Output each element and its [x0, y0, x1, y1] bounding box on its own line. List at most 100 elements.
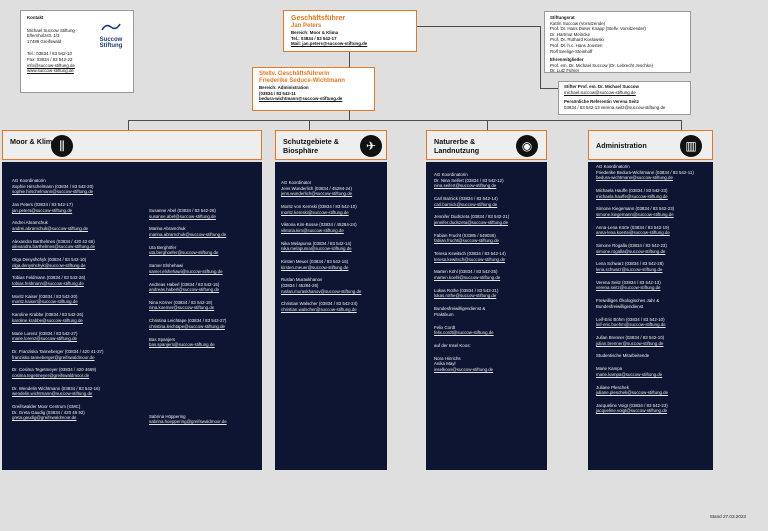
mail-link[interactable]: viktoria.kim@succow-stiftung.de [281, 227, 344, 233]
mail-link[interactable]: marten.koehl@succow-stiftung.de [434, 275, 501, 281]
ceo-area: Bereich: Moor & Klima [291, 30, 339, 35]
mail-link[interactable]: moritz.kemski@succow-stiftung.de [281, 209, 349, 215]
mail-link[interactable]: tobias.feldmann@succow-stiftung.de [12, 281, 84, 287]
mail-link[interactable]: simone.kiegemann@succow-stiftung.de [596, 211, 674, 217]
list-item: Dr. Franziska Tanneberger (03834 / 420 4… [12, 348, 104, 360]
mail-link[interactable]: susanne.abel@succow-stiftung.de [149, 213, 216, 219]
mail-link[interactable]: fabian.frucht@succow-stiftung.de [434, 238, 499, 244]
contact-email-link[interactable]: info@succow-stiftung.de [27, 62, 75, 68]
connector-dept-4 [681, 120, 682, 132]
mail-link[interactable]: felix.cordt@succow-stiftung.de [434, 330, 494, 336]
mail-link[interactable]: verena.seitz@succow-stiftung.de [596, 285, 661, 291]
mail-link[interactable]: jacqueline.voigt@succow-stiftung.de [596, 408, 668, 414]
mail-link[interactable]: sophie.hirschelmann@succow-stiftung.de [12, 189, 94, 195]
mail-link[interactable]: kirsten.meuer@succow-stiftung.de [281, 264, 349, 270]
mail-link[interactable]: bedura-wichtmann@succow-stiftung.de [596, 175, 673, 181]
mail-link[interactable]: teresa.kewitsch@succow-stiftung.de [434, 256, 506, 262]
connector-founder [540, 26, 541, 88]
list-item: Julian Brenner (03834 / 83 542-10)julian… [596, 335, 694, 346]
mail-link[interactable]: leif-eric.boehm@succow-stiftung.de [596, 322, 666, 328]
list-item: Tobias Feldmann (03834 / 83 542-26)tobia… [12, 275, 103, 286]
founder-box: Stifter Prof. em. Dr. Michael Succow mic… [558, 81, 691, 115]
mail-link[interactable]: alexandra.barthelmes@succow-stiftung.de [12, 244, 96, 250]
founder-mail-link[interactable]: michael.succow@succow-stiftung.de [564, 89, 636, 95]
mail-link[interactable]: samer.elshehawi@succow-stiftung.de [149, 268, 223, 274]
mail-link[interactable]: bas.spanjers@succow-stiftung.de [149, 342, 215, 348]
mail-link[interactable]: christina.leichtape@succow-stiftung.de [149, 323, 225, 329]
dept-title: Moor & Klima [10, 137, 57, 146]
mail-link[interactable]: nina.seifert@succow-stiftung.de [434, 183, 497, 189]
ceo-mail-link[interactable]: Mail: jan.peters@succow-stiftung.de [291, 41, 368, 47]
mail-link[interactable]: jens.wunderlich@succow-stiftung.de [281, 191, 353, 197]
mail-link[interactable]: anna-lena.koerte@succow-stiftung.de [596, 230, 670, 236]
list-item: Greifswalder Moor Centrum (GMC)Dr. Greta… [12, 404, 103, 421]
ceo-title: Geschäftsführer [291, 15, 346, 22]
list-item: Alexandra Barthelmes (03834 / 420 42 66)… [12, 239, 103, 250]
mail-link[interactable]: franziska.tanneberger@greifswaldmoor.de [12, 354, 95, 360]
mail-link[interactable]: uta.berghoefer@succow-stiftung.de [149, 250, 219, 256]
mail-link[interactable]: moritz.kaiser@succow-stiftung.de [12, 299, 78, 305]
list-item: Olga Denyshchyk (03834 / 83 542-10)olga.… [12, 257, 103, 268]
list-item: Dr. Wendelin Wichtmann (03834 / 83 542-1… [12, 386, 103, 397]
deputy-phone: (03834 / 83 542-11 [259, 90, 296, 96]
list-item: Freiwilliges Ökologisches Jahr &Bundesfr… [596, 298, 660, 309]
list-item: Marie Lorenz (03834 / 83 542-27)marie.lo… [12, 331, 103, 342]
owl-icon: ◉ [516, 135, 538, 157]
mail-link[interactable]: simone.rogalla@succow-stiftung.de [596, 248, 666, 254]
list-item: Christina Leichtape (03834 / 83 542-27)c… [149, 318, 227, 329]
mail-link[interactable]: marie.kampa@succow-stiftung.de [596, 371, 663, 377]
deputy-mail-link[interactable]: bedura-wichtmann@succow-stiftung.de [259, 96, 343, 102]
referent-line: Persönliche Referentin Verena Seitz [564, 99, 639, 105]
deputy-name: Friederike Seduce-Wichtmann [259, 78, 345, 84]
mail-link[interactable]: lukas.rothe@succow-stiftung.de [434, 293, 497, 299]
mail-link[interactable]: olga.denyshchyk@succow-stiftung.de [12, 262, 86, 268]
mail-link[interactable]: andreas.haberl@succow-stiftung.de [149, 287, 220, 293]
contact-title: Kontakt [27, 15, 44, 20]
mail-link[interactable]: jennifer.dudszeta@succow-stiftung.de [434, 219, 509, 225]
list-item: Simone Kiegemann (03834 / 83 542-23)simo… [596, 206, 694, 217]
mail-link[interactable]: karoline.krabbe@succow-stiftung.de [12, 317, 83, 323]
mail-link[interactable]: cosima.tegetmeyer@greifswaldmoor.de [12, 372, 90, 378]
mail-link[interactable]: nika.melapuma@succow-stiftung.de [281, 246, 352, 252]
contact-line: Ellernholzstr. 1/3 [27, 33, 60, 39]
list-item: auf der Insel Koos: [434, 342, 471, 348]
referent-mail-link[interactable]: 03834 / 83 542-13 verena.seitz@succow-st… [564, 104, 666, 110]
list-item: Nina Körner (03834 / 83 542-18)nina.koer… [149, 300, 227, 311]
list-item: Kirsten Meuer (03834 / 83 542-16)kirsten… [281, 259, 361, 270]
mail-link[interactable]: juliane.pleschek@succow-stiftung.de [596, 390, 669, 396]
list-item: Anna-Lena Körte (03834 / 83 542-19)anna-… [596, 225, 694, 236]
board-member: Prof. Dr. h.c. Hans Joosten [550, 42, 603, 48]
contact-box: Kontakt Michael Succow Stiftung Ellernho… [20, 10, 134, 93]
mail-link[interactable]: julian.brenner@succow-stiftung.de [596, 340, 664, 346]
mail-link[interactable]: sabrina.hoeppering@greifswaldmoor.de [149, 419, 227, 425]
mail-link[interactable]: jan.peters@succow-stiftung.de [12, 207, 73, 213]
mail-link[interactable]: nina.koerner@succow-stiftung.de [149, 305, 215, 311]
mail-link[interactable]: lena.schwarz@succow-stiftung.de [596, 267, 663, 273]
mail-link[interactable]: carl.barnick@succow-stiftung.de [434, 201, 498, 207]
list-item: Teresa Kewitsch (03834 / 83 542-14)teres… [434, 251, 509, 262]
mail-link[interactable]: andrei.abramchuk@succow-stiftung.de [12, 225, 88, 231]
dept-header-naturerbe: Naturerbe & Landnutzung ◉ [426, 130, 547, 160]
ceo-phone: Tel.: 03834 / 83 542-17 [291, 35, 337, 41]
mail-link[interactable]: michaela.hauffe@succow-stiftung.de [596, 193, 668, 199]
list-item: Bundesfreiwilligendienst &Praktikum [434, 306, 486, 317]
mail-link[interactable]: marie.lorenz@succow-stiftung.de [12, 336, 77, 342]
board-member: Dr. Hartmut Meincke [550, 31, 591, 37]
mail-link[interactable]: inselkoos@succow-stiftung.de [434, 366, 494, 372]
contact-web-link[interactable]: www.succow-stiftung.de [27, 68, 74, 74]
mail-link[interactable]: greta.gaudig@greifswaldmoor.de [12, 415, 77, 421]
contact-line: 17489 Greifswald [27, 38, 62, 44]
mail-link[interactable]: christian.walscher@succow-stiftung.de [281, 307, 357, 313]
list-item: Andreas Haberl (03834 / 83 542-15)andrea… [149, 282, 227, 293]
mail-link[interactable]: ruslan.muraskhanov@succow-stiftung.de [281, 288, 362, 294]
mail-link[interactable]: marina.abramchuk@succow-stiftung.de [149, 231, 227, 237]
mail-link[interactable]: wendelin.wichtmann@succow-stiftung.de [12, 391, 93, 397]
